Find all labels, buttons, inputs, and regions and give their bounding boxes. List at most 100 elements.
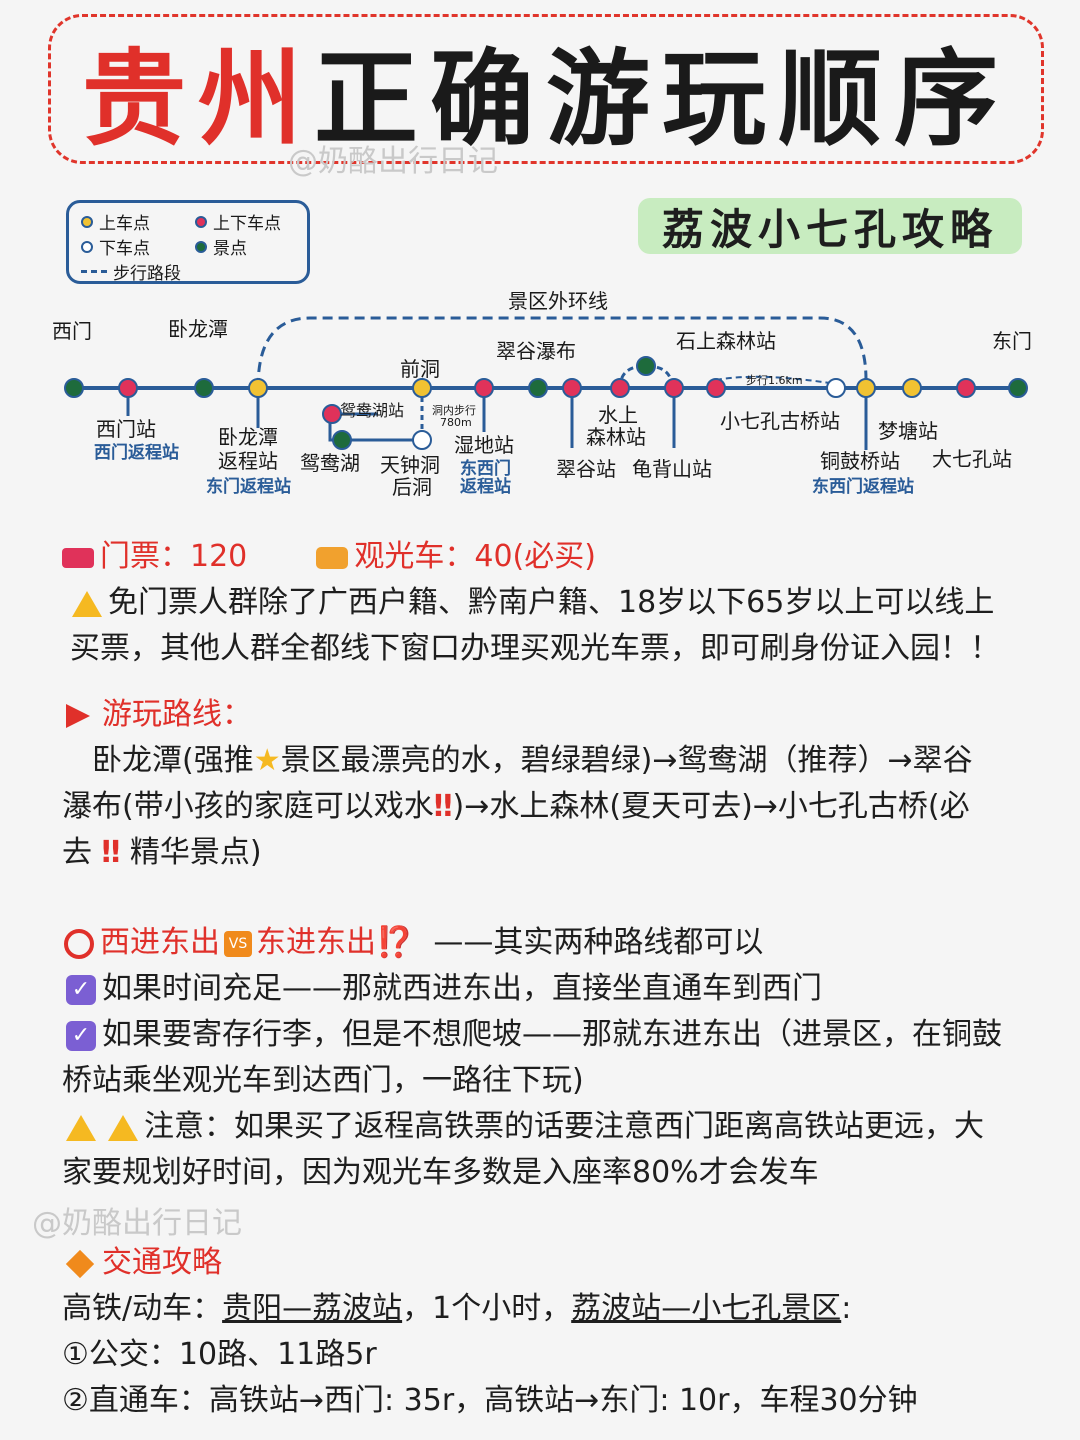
station-daqikong	[956, 378, 976, 398]
title-box: 贵州 正确游玩顺序	[48, 14, 1044, 164]
station-cuigu	[562, 378, 582, 398]
station-yuanyang	[322, 404, 342, 424]
traffic-heading: 交通攻略	[65, 1240, 1026, 1286]
label-wolongtan2: 卧龙潭	[218, 425, 278, 449]
ticket-label: 门票：120	[100, 539, 248, 574]
compare-a: 西进东出	[100, 925, 220, 960]
traffic-line-3: ②直通车：高铁站→西门: 35r，高铁站→东门: 10r，车程30分钟	[62, 1383, 918, 1418]
notice-text-1: 免门票人群除了广西户籍、黔南户籍、18岁以下65岁以上可以线上	[108, 585, 995, 620]
label-shidi: 湿地站	[454, 433, 514, 457]
route-map: 景区外环线 西门 卧龙潭 东门 翠谷瀑布 前洞 石上森林站 西门站 卧龙潭 返程…	[52, 289, 1032, 499]
station-dongmen	[1008, 378, 1028, 398]
label-return-zhan2: 返程站	[460, 476, 511, 497]
ticket-line: 门票：120 观光车：40(必买)	[62, 534, 1022, 580]
label-yuanyang-zhan: 鸳鸯湖站	[340, 401, 404, 420]
route-text-1a: 卧龙潭(强推	[92, 743, 254, 778]
label-outer-loop: 景区外环线	[508, 289, 608, 313]
label-cuigu-zhan: 翠谷站	[556, 457, 616, 481]
traffic-1c: ，1个小时，	[402, 1291, 572, 1326]
label-mengtang: 梦塘站	[878, 419, 938, 443]
notice-line-1: 免门票人群除了广西户籍、黔南户籍、18岁以下65岁以上可以线上	[72, 580, 1032, 626]
subtitle: 荔波小七孔攻略	[638, 198, 1022, 254]
outer-loop-line	[256, 316, 868, 389]
station-xiaoqikong	[826, 378, 846, 398]
legend-board-alight-label: 上下车点	[213, 214, 281, 234]
route-heading-text: 游玩路线：	[102, 697, 252, 732]
page-title: 贵州 正确游玩顺序	[51, 17, 1041, 161]
route-line-1: 卧龙潭(强推★景区最漂亮的水，碧绿碧绿)→鸳鸯湖（推荐）→翠谷	[92, 738, 1052, 784]
label-cuigu-pubu: 翠谷瀑布	[496, 339, 576, 363]
station-guibei	[664, 378, 684, 398]
label-shuishang: 水上	[598, 403, 638, 427]
label-yuanyang-hu: 鸳鸯湖	[300, 451, 360, 475]
star-icon: ★	[253, 743, 281, 778]
option-2-text-a: 如果要寄存行李，但是不想爬坡——那就东进东出（进景区，在铜鼓	[102, 1017, 1002, 1052]
label-dongximen-return: 东西门返程站	[812, 476, 914, 497]
route-line-2: 瀑布(带小孩的家庭可以戏水‼)→水上森林(夏天可去)→小七孔古桥(必	[62, 784, 1022, 830]
compare-c: ——其实两种路线都可以	[433, 925, 764, 960]
station-ximen	[64, 378, 84, 398]
label-dongmen: 东门	[992, 329, 1032, 353]
checkbox-icon: ✓	[66, 974, 96, 1005]
legend-walk-label: 步行路段	[113, 264, 181, 284]
station-tonggu	[856, 378, 876, 398]
label-tianzhong: 天钟洞	[380, 453, 440, 477]
option-2b: 桥站乘坐观光车到达西门，一路往下玩)	[62, 1063, 584, 1098]
label-daqikong: 大七孔站	[932, 447, 1012, 471]
legend-board: 上车点	[81, 209, 150, 234]
warn-line-1: 注意：如果买了返程高铁票的话要注意西门距离高铁站更远，大	[66, 1104, 1026, 1150]
scenic-dot-icon	[195, 240, 207, 253]
legend-alight: 下车点	[81, 234, 150, 259]
station-forest	[636, 356, 656, 376]
warning-icon	[108, 1114, 138, 1141]
station-wolongtan	[194, 378, 214, 398]
alight-dot-icon	[81, 240, 93, 253]
checkbox-icon: ✓	[66, 1020, 96, 1051]
circle-icon	[64, 928, 94, 959]
diamond-icon	[65, 1249, 95, 1278]
legend-board-alight: 上下车点	[195, 209, 281, 234]
station-shuishang	[610, 378, 630, 398]
label-780: 780m	[440, 416, 472, 429]
walk-dash-icon	[81, 270, 107, 273]
bus-label: 观光车：40(必买)	[354, 539, 596, 574]
title-part2: 正确游玩顺序	[314, 36, 1011, 160]
traffic-line-2: ①公交：10路、11路5r	[62, 1337, 377, 1372]
board-alight-dot-icon	[195, 215, 207, 228]
label-ximen-zhan: 西门站	[96, 417, 156, 441]
label-tonggu: 铜鼓桥站	[820, 449, 900, 473]
label-wolongtan: 卧龙潭	[168, 317, 228, 341]
route-text-3a: 去	[62, 835, 92, 870]
route-heading: 游玩路线：	[66, 692, 1026, 738]
warning-icon	[72, 590, 102, 617]
bus-icon	[316, 546, 349, 569]
route-text-3b: 精华景点)	[129, 835, 262, 870]
station-shishang	[706, 378, 726, 398]
ticket-icon	[62, 547, 94, 568]
label-qiandong: 前洞	[400, 357, 440, 381]
label-guibei: 龟背山站	[632, 457, 712, 481]
board-dot-icon	[81, 215, 93, 228]
title-part1: 贵州	[81, 36, 314, 160]
label-return-zhan: 返程站	[218, 449, 278, 473]
station-cuigu-pubu	[528, 378, 548, 398]
traffic-1e: :	[841, 1291, 852, 1326]
watermark: @奶酪出行日记	[32, 1206, 242, 1241]
warn-text-1: 注意：如果买了返程高铁票的话要注意西门距离高铁站更远，大	[144, 1109, 984, 1144]
station-ximen-zhan	[118, 378, 138, 398]
label-ximen: 西门	[52, 319, 92, 343]
option-1-text: 如果时间充足——那就西进东出，直接坐直通车到西门	[102, 971, 822, 1006]
label-shishang: 石上森林站	[676, 329, 776, 353]
warn-line-2: 家要规划好时间，因为观光车多数是入座率80%才会发车	[62, 1155, 819, 1190]
traffic-line-1: 高铁/动车：贵阳—荔波站，1个小时，荔波站—小七孔景区:	[62, 1286, 1022, 1332]
route-text-1b: 景区最漂亮的水，碧绿碧绿)→鸳鸯湖（推荐）→翠谷	[280, 743, 973, 778]
route-text-2b: )→水上森林(夏天可去)→小七孔古桥(必	[452, 789, 970, 824]
station-yuanyang-lake	[332, 430, 352, 450]
route-line-3: 去 ‼ 精华景点)	[62, 830, 1022, 876]
label-xiaoqikong: 小七孔古桥站	[720, 409, 840, 433]
station-mengtang	[902, 378, 922, 398]
option-2: ✓如果要寄存行李，但是不想爬坡——那就东进东出（进景区，在铜鼓	[66, 1012, 1026, 1058]
traffic-1a: 高铁/动车：	[62, 1291, 223, 1326]
